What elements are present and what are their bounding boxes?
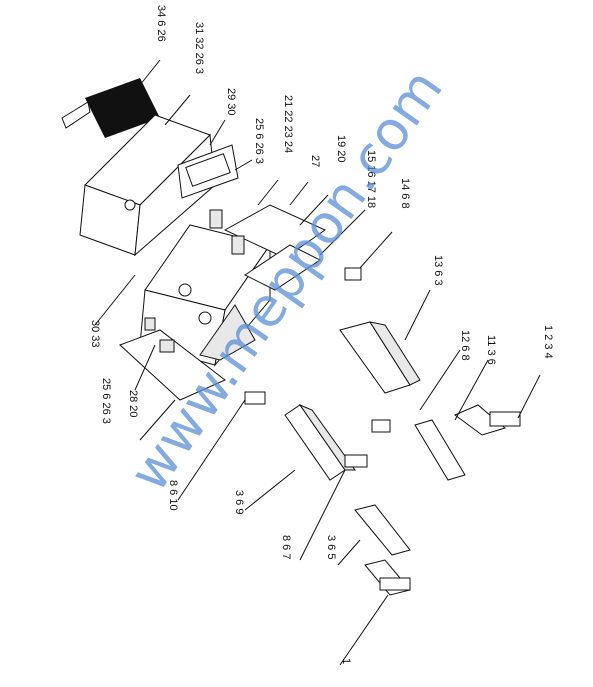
callout-label: 8 6 7 [280,535,292,559]
small-clip-part-c [344,267,362,281]
right-bracket-part [454,404,521,436]
callout-label: 3 6 9 [233,490,245,514]
callout-label: 12 6 8 [459,330,471,361]
callout-label: 28 20 [127,390,139,418]
callout-label: 3 6 5 [325,535,337,559]
callout-label: 30 33 [89,320,101,348]
top-panel-part [61,78,160,138]
channel-part [284,403,356,481]
callout-label: 21 22 23 24 [282,95,294,153]
callout-label: 13 6 3 [432,255,444,286]
callout-label: 29 30 [225,88,237,116]
long-tray-part [339,321,421,394]
callout-label: 31 32 26 3 [193,22,205,74]
callout-label: 8 6 10 [167,480,179,511]
bar-part [414,419,466,481]
upper-bracket-part [177,144,239,199]
callout-label: 1 [340,658,352,664]
callout-label: 34 6 26 [155,5,167,42]
callout-label: 25 6 26 3 [100,378,112,424]
left-door-part [119,317,226,401]
strip-part [354,504,411,556]
small-clip-part-d [371,419,391,433]
callout-label: 27 [309,155,321,167]
callout-label: 1 2 3 4 [542,325,554,359]
side-frame-part [209,204,327,291]
callout-label: 14 6 8 [399,178,411,209]
callout-label: 19 20 [335,135,347,163]
callout-label: 25 6 26 3 [253,118,265,164]
callout-labels: 34 6 26 31 32 26 3 29 30 25 6 26 3 21 22 23 … [89,5,554,664]
callout-label: 15 16 17 18 [365,150,377,208]
callout-label: 11 3 6 [485,335,497,365]
small-clip-part [244,391,266,405]
clip-part-b [344,454,368,468]
leader-lines [94,59,541,666]
bottom-bracket-part [364,559,411,596]
